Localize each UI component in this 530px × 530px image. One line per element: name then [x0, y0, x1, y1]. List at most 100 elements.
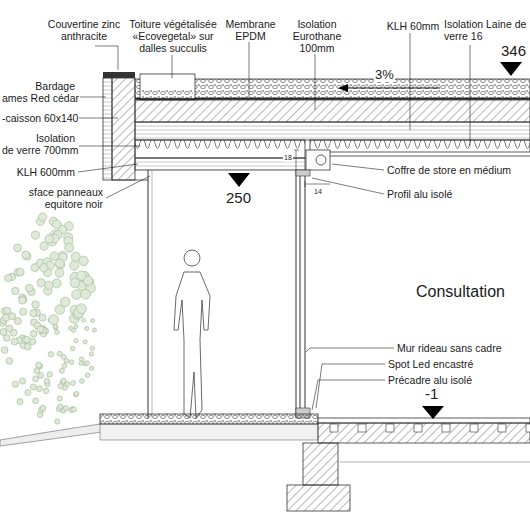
- leaf: [3, 314, 10, 321]
- leaf: [49, 315, 59, 325]
- leaf: [74, 325, 78, 329]
- slope-arrow: [345, 88, 440, 89]
- leaf: [55, 305, 65, 315]
- tree-foliage: [0, 213, 96, 424]
- leaf: [89, 366, 93, 370]
- blind-roll: [316, 155, 326, 165]
- dimension-value: 14: [313, 187, 323, 196]
- leaf: [20, 308, 27, 315]
- callout-label: Coffre de store en médium: [386, 164, 512, 176]
- leaf: [47, 372, 53, 378]
- leaf: [89, 352, 93, 356]
- leaf: [12, 287, 19, 294]
- leaf: [69, 360, 74, 365]
- callout-label: ames Red cédar: [1, 92, 80, 104]
- level-marker: [228, 173, 250, 187]
- leaf: [57, 396, 62, 401]
- ground: [0, 424, 102, 446]
- leaf: [37, 326, 44, 333]
- leaf: [90, 346, 94, 350]
- leaf: [11, 338, 18, 345]
- batten: [470, 424, 478, 432]
- leaf: [43, 388, 49, 394]
- leaf: [63, 406, 68, 411]
- ground-line: [340, 462, 530, 463]
- leaf: [72, 290, 82, 300]
- leaf: [34, 368, 40, 374]
- leaf: [30, 310, 37, 317]
- leaf: [72, 407, 77, 412]
- glazing: [148, 170, 149, 418]
- callout-label: -caisson 60x140: [1, 112, 79, 124]
- leaf: [72, 328, 76, 332]
- leaf: [32, 301, 39, 308]
- leaf: [52, 279, 61, 288]
- leaf: [77, 304, 87, 314]
- dimension-value: 18: [283, 153, 293, 162]
- batten: [414, 424, 422, 432]
- leaf: [31, 231, 39, 239]
- leaf: [25, 390, 31, 396]
- leaf: [0, 329, 7, 336]
- exterior-paving: [100, 414, 318, 424]
- callout-label: de verre 700mm: [1, 144, 79, 156]
- leaf: [33, 376, 39, 382]
- batten: [330, 424, 338, 432]
- leaf: [80, 379, 85, 384]
- leaf: [30, 384, 36, 390]
- leaf: [74, 392, 79, 397]
- leaf: [44, 378, 50, 384]
- callout-label: Bardage: [34, 80, 76, 92]
- leaf: [70, 346, 74, 350]
- callout-label: KLH 60mm: [382, 20, 444, 32]
- soffit-insulation: [135, 140, 305, 158]
- leaf: [58, 384, 63, 389]
- epdm-membrane: [135, 98, 530, 99]
- leaf: [71, 381, 76, 386]
- roof-insulation: [135, 100, 530, 122]
- leaf: [40, 242, 48, 250]
- leaf: [48, 352, 53, 357]
- callout-label: Mur rideau sans cadre: [396, 342, 502, 354]
- leaf: [36, 386, 42, 392]
- leaf: [61, 354, 66, 359]
- leaf: [22, 251, 30, 259]
- leaf: [83, 340, 87, 344]
- batten: [442, 424, 450, 432]
- leaf: [25, 343, 32, 350]
- zinc-coping: [103, 72, 135, 78]
- callout-label: Isolation Laine de verre 16: [443, 18, 529, 42]
- leaf: [25, 284, 33, 292]
- callout-label: Isolation: [35, 132, 76, 144]
- sedum-tray: [140, 74, 195, 100]
- leaf: [58, 404, 63, 409]
- leaf: [14, 318, 21, 325]
- callout-label: KLH 600mm: [16, 166, 76, 178]
- leaf: [65, 243, 74, 252]
- leaf: [37, 279, 45, 287]
- ceiling: [310, 156, 530, 157]
- leaf: [17, 268, 25, 276]
- leaf: [19, 297, 26, 304]
- leaf: [30, 330, 37, 337]
- dimension-line: [294, 150, 330, 187]
- soffit-panel: [135, 158, 305, 170]
- leaf: [9, 313, 16, 320]
- foundation-wall: [303, 443, 338, 485]
- ceiling-insulation: [310, 140, 530, 152]
- leaf: [55, 259, 64, 268]
- leaf: [50, 252, 59, 261]
- leaf: [36, 362, 42, 368]
- leaf: [24, 336, 31, 343]
- leaf: [33, 398, 39, 404]
- slope-arrow: [338, 84, 348, 92]
- leaf: [14, 244, 22, 252]
- level-value: 250: [225, 189, 252, 206]
- leaf: [74, 339, 78, 343]
- level-value: -1: [424, 385, 439, 402]
- leaf: [55, 268, 64, 277]
- footing: [287, 485, 350, 511]
- leaf: [62, 363, 67, 368]
- batten: [358, 424, 366, 432]
